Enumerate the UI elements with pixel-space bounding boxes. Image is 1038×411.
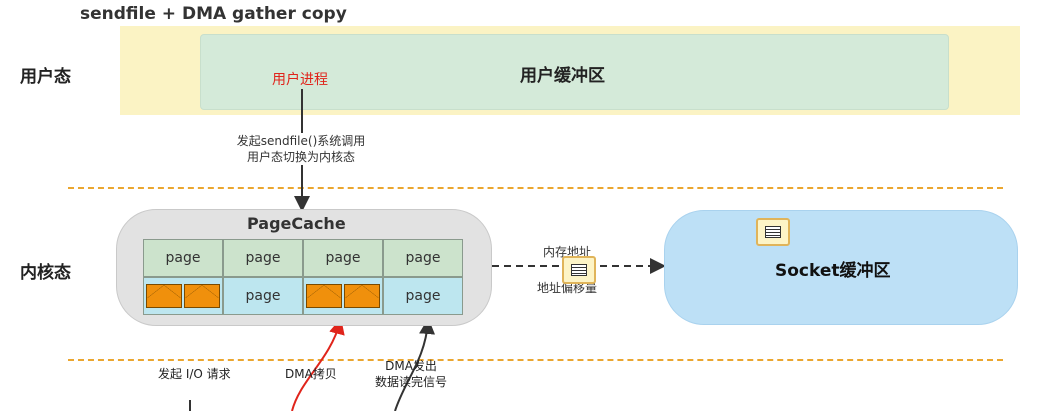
envelope-icon bbox=[146, 284, 182, 308]
data-cell bbox=[143, 277, 223, 315]
dma-copy-label: DMA拷贝 bbox=[285, 367, 337, 381]
address-offset-label: 地址偏移量 bbox=[537, 281, 598, 295]
diagram-title: sendfile + DMA gather copy bbox=[80, 4, 347, 24]
syscall-line-1: 发起sendfile()系统调用 bbox=[236, 134, 366, 148]
page-cache-title: PageCache bbox=[247, 214, 346, 233]
descriptor-icon bbox=[756, 218, 790, 246]
socket-buffer-container bbox=[664, 210, 1018, 325]
user-buffer-box bbox=[200, 34, 949, 110]
envelope-icon bbox=[344, 284, 380, 308]
page-cell: page bbox=[383, 277, 463, 315]
page-cell: page bbox=[383, 239, 463, 277]
bottom-divider bbox=[68, 359, 1003, 361]
dma-signal-line-2: 数据读完信号 bbox=[374, 375, 447, 389]
dma-signal-line-1: DMA发出 bbox=[385, 359, 437, 373]
user-process-label: 用户进程 bbox=[272, 72, 328, 88]
dma-copy-arrow bbox=[291, 318, 345, 411]
descriptor-icon bbox=[562, 256, 596, 284]
dma-signal-arrow bbox=[394, 318, 436, 411]
socket-buffer-label: Socket缓冲区 bbox=[775, 261, 891, 281]
io-request-label: 发起 I/O 请求 bbox=[158, 367, 231, 381]
data-cell bbox=[303, 277, 383, 315]
kernel-mode-label: 内核态 bbox=[20, 263, 71, 283]
syscall-line-2: 用户态切换为内核态 bbox=[246, 150, 355, 164]
envelope-icon bbox=[184, 284, 220, 308]
page-cell: page bbox=[143, 239, 223, 277]
envelope-icon bbox=[306, 284, 342, 308]
user-mode-label: 用户态 bbox=[20, 67, 71, 87]
page-cell: page bbox=[223, 239, 303, 277]
page-cache-grid: page page page page page page bbox=[143, 239, 463, 315]
syscall-annotation: 发起sendfile()系统调用 用户态切换为内核态 bbox=[231, 133, 371, 165]
page-cell: page bbox=[223, 277, 303, 315]
page-cell: page bbox=[303, 239, 383, 277]
dma-signal-label: DMA发出 数据读完信号 bbox=[369, 358, 453, 390]
memory-address-label: 内存地址 bbox=[543, 245, 592, 259]
top-divider bbox=[68, 187, 1003, 189]
user-buffer-label: 用户缓冲区 bbox=[520, 66, 605, 86]
